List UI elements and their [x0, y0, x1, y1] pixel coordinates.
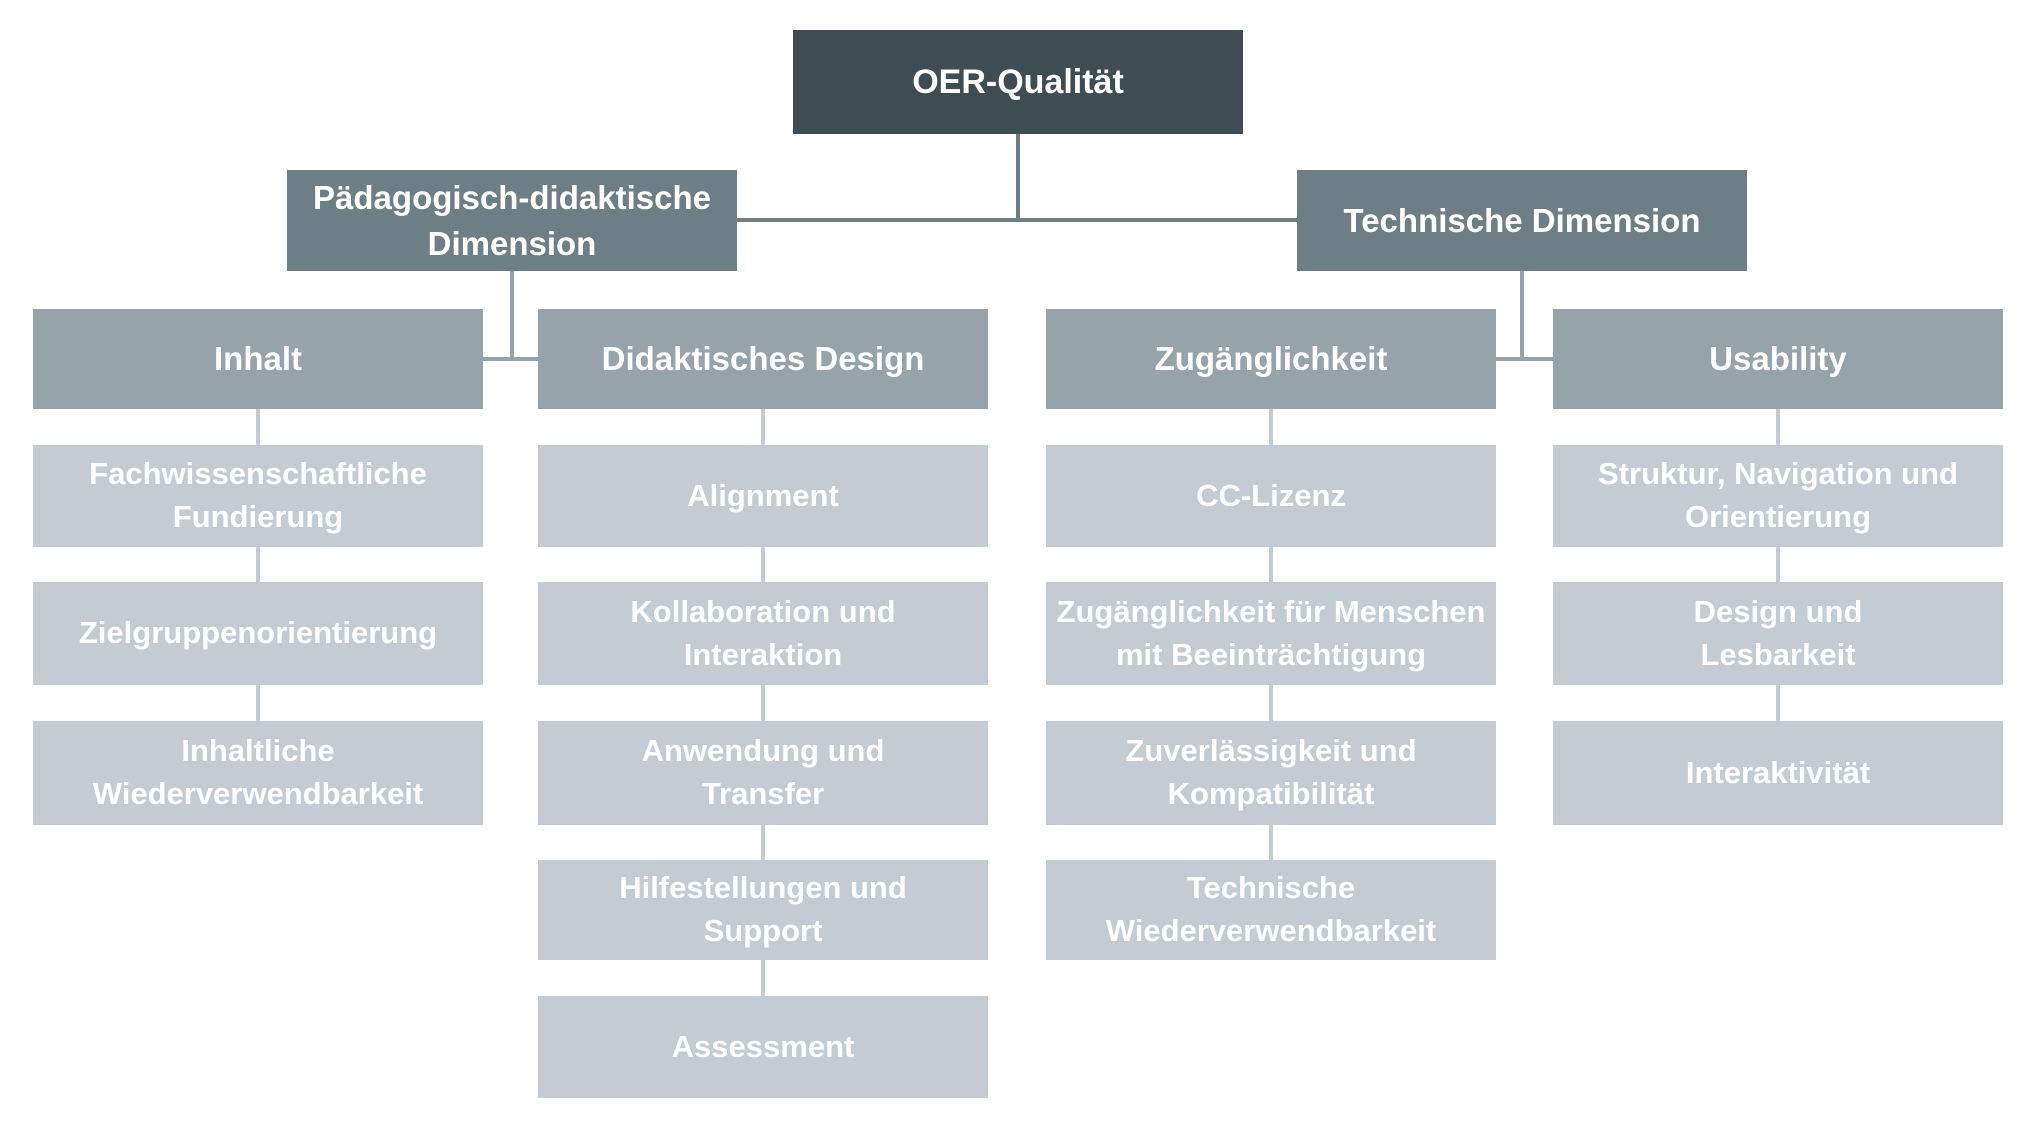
node-fachwissenschaftliche-fundierung: Fachwissenschaftliche Fundierung [33, 445, 483, 547]
node-cc-lizenz: CC-Lizenz [1046, 445, 1496, 547]
connector-didaktik-child-5 [761, 960, 765, 996]
connector-didaktik-child-3 [761, 685, 765, 721]
node-assessment-label: Assessment [671, 1028, 855, 1064]
node-didaktisches-design-label: Didaktisches Design [601, 340, 925, 378]
node-oer-qualitaet-label: OER-Qualität [912, 62, 1124, 101]
node-zugaenglichkeit-beeintraechtigung: Zugänglichkeit für Menschen mit Beeinträ… [1046, 582, 1496, 685]
connector-inhalt-child-1 [256, 409, 260, 445]
node-didaktisches-design: Didaktisches Design [538, 309, 988, 409]
connector-technisch-horizontal [1496, 357, 1553, 361]
connector-paedagogisch-vertical [510, 271, 514, 361]
node-usability: Usability [1553, 309, 2003, 409]
connector-root-horizontal [737, 218, 1297, 222]
node-zugaenglichkeit: Zugänglichkeit [1046, 309, 1496, 409]
node-interaktivitaet-label: Interaktivität [1685, 754, 1871, 790]
node-cc-lizenz-label: CC-Lizenz [1196, 477, 1346, 513]
node-technische-dimension: Technische Dimension [1297, 170, 1747, 271]
connector-usability-child-2 [1776, 547, 1780, 582]
connector-zugaenglichkeit-child-1 [1269, 409, 1273, 445]
connector-paedagogisch-horizontal [483, 357, 538, 361]
node-paedagogisch-didaktische-dimension-label: Pädagogisch-didaktische Dimension [313, 178, 711, 262]
node-inhaltliche-wiederverwendbarkeit: Inhaltliche Wiederverwendbarkeit [33, 721, 483, 825]
connector-didaktik-child-2 [761, 547, 765, 582]
node-hilfestellungen-und-support: Hilfestellungen und Support [538, 860, 988, 960]
node-kollaboration-und-interaktion: Kollaboration und Interaktion [538, 582, 988, 685]
node-inhaltliche-wiederverwendbarkeit-label: Inhaltliche Wiederverwendbarkeit [92, 733, 424, 811]
node-anwendung-und-transfer: Anwendung und Transfer [538, 721, 988, 825]
connector-didaktik-child-4 [761, 825, 765, 860]
node-design-und-lesbarkeit-label: Design und Lesbarkeit [1693, 593, 1863, 672]
connector-inhalt-child-2 [256, 547, 260, 582]
node-struktur-navigation-orientierung-label: Struktur, Navigation und Orientierung [1598, 456, 1958, 534]
connector-zugaenglichkeit-child-3 [1269, 685, 1273, 721]
node-zuverlaessigkeit-und-kompatibilitaet: Zuverlässigkeit und Kompatibilität [1046, 721, 1496, 825]
node-anwendung-und-transfer-label: Anwendung und Transfer [641, 733, 885, 811]
node-paedagogisch-didaktische-dimension: Pädagogisch-didaktische Dimension [287, 170, 737, 271]
connector-inhalt-child-3 [256, 685, 260, 721]
node-fachwissenschaftliche-fundierung-label: Fachwissenschaftliche Fundierung [89, 456, 427, 534]
node-design-und-lesbarkeit: Design und Lesbarkeit [1553, 582, 2003, 685]
node-technische-wiederverwendbarkeit-label: Technische Wiederverwendbarkeit [1105, 870, 1437, 948]
node-interaktivitaet: Interaktivität [1553, 721, 2003, 825]
connector-root-vertical [1016, 134, 1020, 222]
node-oer-qualitaet: OER-Qualität [793, 30, 1243, 134]
node-assessment: Assessment [538, 996, 988, 1098]
connector-technisch-vertical [1520, 271, 1524, 361]
node-zuverlaessigkeit-und-kompatibilitaet-label: Zuverlässigkeit und Kompatibilität [1125, 733, 1417, 811]
connector-usability-child-1 [1776, 409, 1780, 445]
connector-usability-child-3 [1776, 685, 1780, 721]
node-alignment-label: Alignment [687, 477, 839, 513]
node-technische-dimension-label: Technische Dimension [1343, 201, 1701, 239]
node-struktur-navigation-orientierung: Struktur, Navigation und Orientierung [1553, 445, 2003, 547]
connector-didaktik-child-1 [761, 409, 765, 445]
node-alignment: Alignment [538, 445, 988, 547]
connector-zugaenglichkeit-child-2 [1269, 547, 1273, 582]
node-hilfestellungen-und-support-label: Hilfestellungen und Support [619, 870, 907, 948]
node-zielgruppenorientierung-label: Zielgruppenorientierung [78, 615, 438, 651]
node-inhalt-label: Inhalt [214, 340, 302, 378]
node-zugaenglichkeit-beeintraechtigung-label: Zugänglichkeit für Menschen mit Beeinträ… [1056, 593, 1486, 672]
connector-zugaenglichkeit-child-4 [1269, 825, 1273, 860]
node-kollaboration-und-interaktion-label: Kollaboration und Interaktion [630, 593, 896, 672]
node-technische-wiederverwendbarkeit: Technische Wiederverwendbarkeit [1046, 860, 1496, 960]
node-inhalt: Inhalt [33, 309, 483, 409]
node-zugaenglichkeit-label: Zugänglichkeit [1154, 340, 1388, 378]
node-usability-label: Usability [1709, 340, 1847, 378]
node-zielgruppenorientierung: Zielgruppenorientierung [33, 582, 483, 685]
